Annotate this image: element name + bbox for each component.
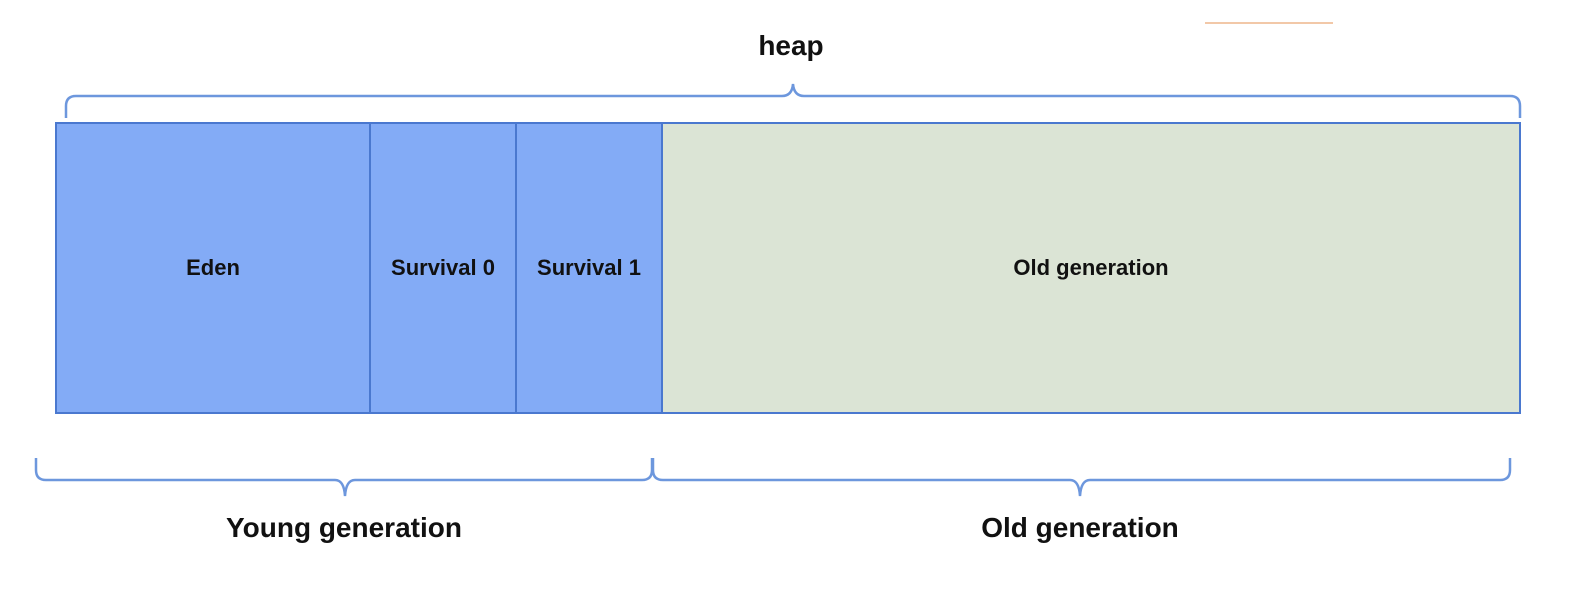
heap-title: heap <box>758 30 824 61</box>
old-generation-brace <box>651 458 1512 497</box>
young-generation-brace <box>34 458 654 497</box>
old-generation-segment: Old generation <box>663 124 1519 412</box>
eden-segment: Eden <box>57 124 371 412</box>
old-generation-label: Old generation <box>981 512 1179 543</box>
survival-1-segment: Survival 1 <box>517 124 663 412</box>
young-generation-label: Young generation <box>226 512 462 543</box>
orange-underline-mark <box>1205 22 1333 24</box>
heap-brace <box>64 83 1522 118</box>
heap-bar: Eden Survival 0 Survival 1 Old generatio… <box>55 122 1521 414</box>
survival-0-segment: Survival 0 <box>371 124 517 412</box>
